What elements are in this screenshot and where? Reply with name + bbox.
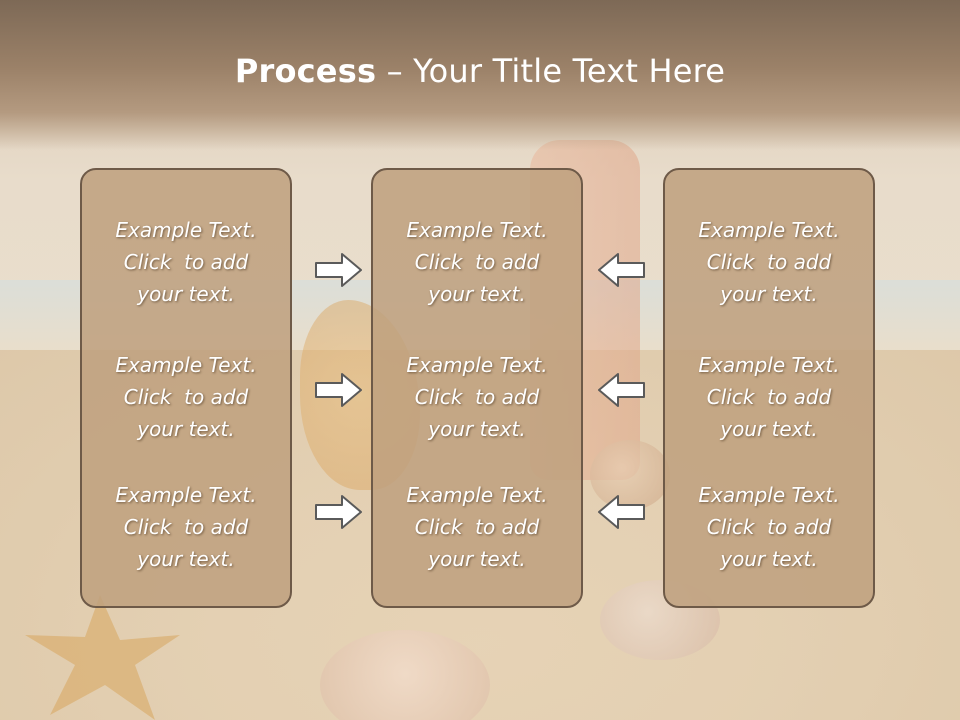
text-placeholder[interactable]: Example Text. Click to add your text. [373,479,581,575]
text-line: your text. [720,417,818,441]
process-box-center[interactable]: Example Text. Click to add your text. Ex… [371,168,583,608]
title-band [0,0,960,150]
slide-title-rest: – Your Title Text Here [376,52,726,90]
text-line: Click to add [414,385,540,409]
text-placeholder[interactable]: Example Text. Click to add your text. [82,349,290,445]
text-placeholder[interactable]: Example Text. Click to add your text. [373,214,581,310]
text-line: Click to add [414,250,540,274]
process-box-right[interactable]: Example Text. Click to add your text. Ex… [663,168,875,608]
text-line: your text. [137,282,235,306]
text-line: your text. [428,417,526,441]
text-line: Example Text. [698,353,840,377]
arrow-left-icon[interactable] [596,494,646,530]
slide-title[interactable]: Process – Your Title Text Here [0,52,960,90]
arrow-right-icon[interactable] [314,252,364,288]
text-line: Click to add [706,515,832,539]
text-line: Example Text. [406,353,548,377]
process-box-left[interactable]: Example Text. Click to add your text. Ex… [80,168,292,608]
background-starfish-left [25,595,180,720]
text-line: Click to add [123,385,249,409]
arrow-right-icon[interactable] [314,372,364,408]
arrow-left-icon[interactable] [596,252,646,288]
text-line: Example Text. [115,483,257,507]
text-line: Example Text. [406,218,548,242]
text-line: Example Text. [698,218,840,242]
text-line: your text. [428,547,526,571]
text-line: Click to add [123,515,249,539]
background-shell-bottom [320,630,490,720]
text-placeholder[interactable]: Example Text. Click to add your text. [665,479,873,575]
text-placeholder[interactable]: Example Text. Click to add your text. [665,214,873,310]
text-line: Example Text. [115,218,257,242]
text-placeholder[interactable]: Example Text. Click to add your text. [373,349,581,445]
text-line: Example Text. [698,483,840,507]
text-line: Example Text. [406,483,548,507]
text-line: your text. [428,282,526,306]
text-placeholder[interactable]: Example Text. Click to add your text. [82,214,290,310]
text-line: Click to add [706,385,832,409]
background-shell-right [590,440,670,510]
text-line: your text. [137,417,235,441]
text-placeholder[interactable]: Example Text. Click to add your text. [665,349,873,445]
text-line: your text. [720,547,818,571]
text-line: Click to add [414,515,540,539]
arrow-left-icon[interactable] [596,372,646,408]
arrow-right-icon[interactable] [314,494,364,530]
text-placeholder[interactable]: Example Text. Click to add your text. [82,479,290,575]
slide-title-bold: Process [234,52,377,90]
text-line: Click to add [706,250,832,274]
text-line: your text. [720,282,818,306]
text-line: Click to add [123,250,249,274]
text-line: Example Text. [115,353,257,377]
text-line: your text. [137,547,235,571]
